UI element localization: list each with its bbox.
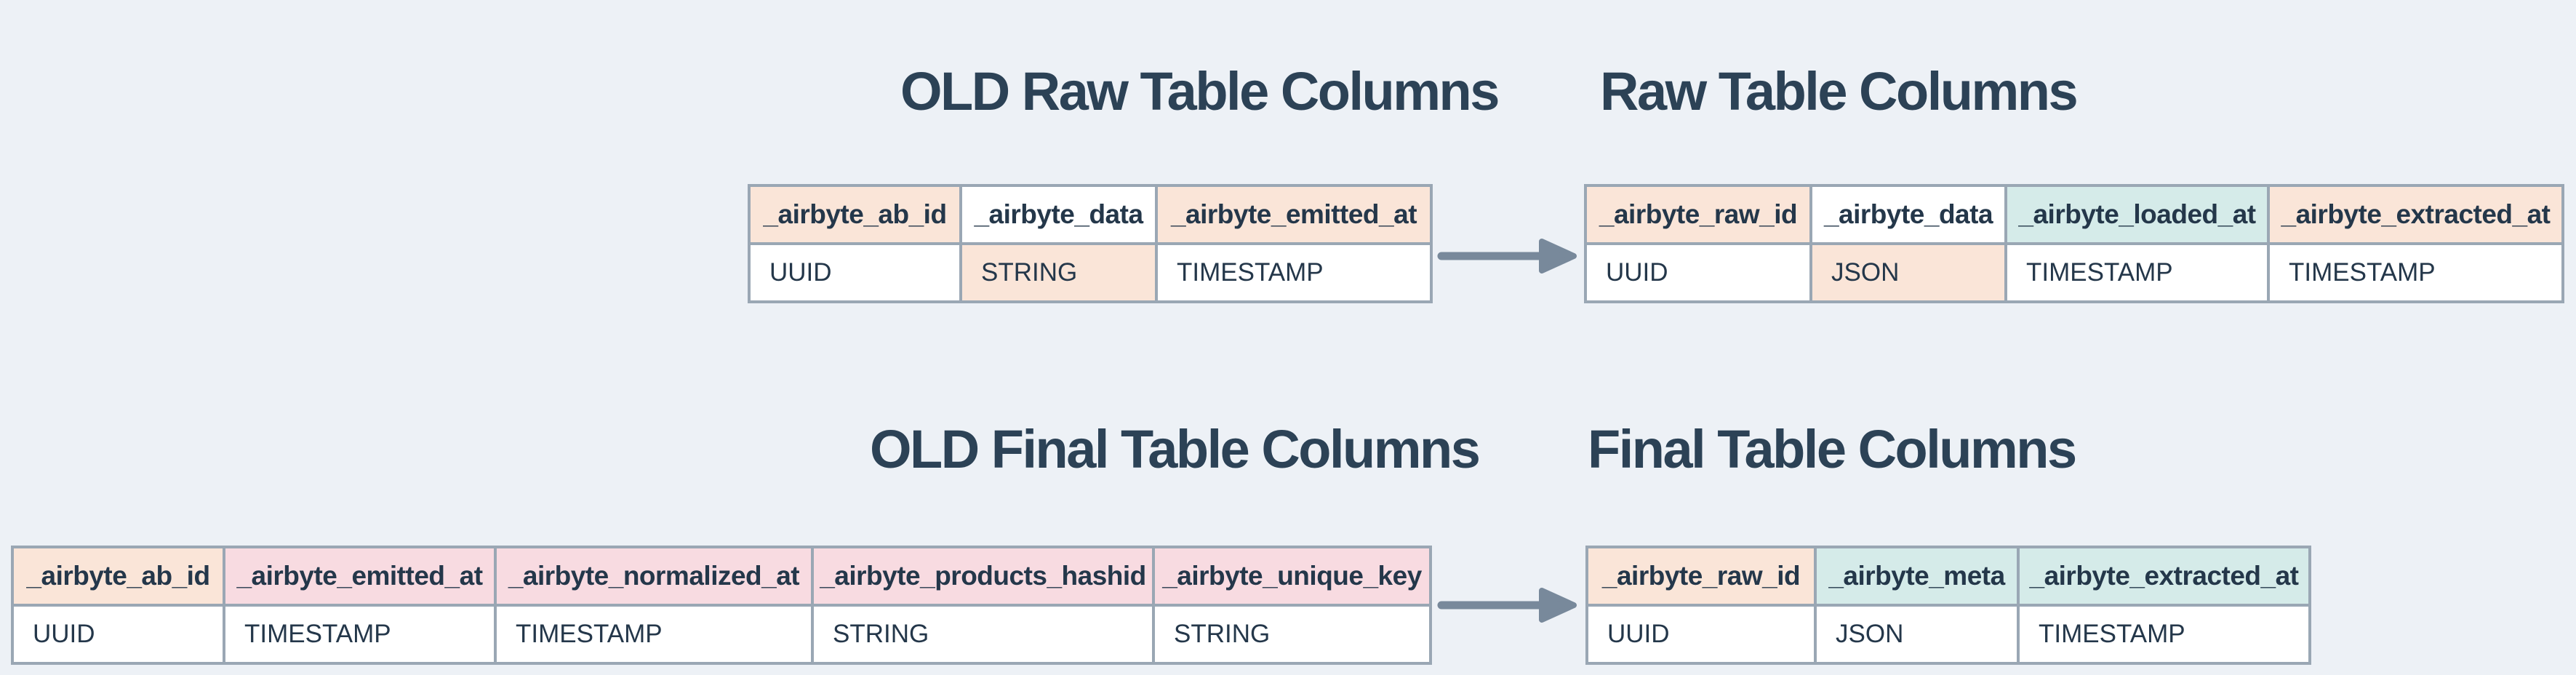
old-raw-table-title: OLD Raw Table Columns bbox=[900, 61, 1500, 122]
right-arrow-icon bbox=[1437, 239, 1577, 273]
column-header: _airbyte_meta bbox=[1817, 548, 2017, 604]
column-header: _airbyte_ab_id bbox=[751, 187, 959, 242]
column-header: _airbyte_data bbox=[962, 187, 1155, 242]
old-final-table: _airbyte_ab_id _airbyte_emitted_at _airb… bbox=[11, 546, 1432, 665]
column-type: JSON bbox=[1812, 245, 2004, 300]
column-type: TIMESTAMP bbox=[2007, 245, 2267, 300]
column-type: TIMESTAMP bbox=[225, 607, 494, 662]
column-header: _airbyte_raw_id bbox=[1587, 187, 1809, 242]
column-type: STRING bbox=[1155, 607, 1429, 662]
column-type: TIMESTAMP bbox=[497, 607, 811, 662]
column-type: STRING bbox=[814, 607, 1152, 662]
column-type: TIMESTAMP bbox=[2270, 245, 2561, 300]
new-raw-table: _airbyte_raw_id _airbyte_data _airbyte_l… bbox=[1584, 184, 2564, 303]
column-type: UUID bbox=[14, 607, 223, 662]
new-final-table: _airbyte_raw_id _airbyte_meta _airbyte_e… bbox=[1585, 546, 2311, 665]
column-header: _airbyte_data bbox=[1812, 187, 2004, 242]
old-raw-table: _airbyte_ab_id _airbyte_data _airbyte_em… bbox=[748, 184, 1433, 303]
column-header: _airbyte_unique_key bbox=[1155, 548, 1429, 604]
column-header: _airbyte_emitted_at bbox=[225, 548, 494, 604]
right-arrow-icon bbox=[1437, 588, 1577, 623]
column-header: _airbyte_extracted_at bbox=[2270, 187, 2561, 242]
column-type: UUID bbox=[1587, 245, 1809, 300]
new-final-table-title: Final Table Columns bbox=[1588, 419, 2077, 480]
column-header: _airbyte_loaded_at bbox=[2007, 187, 2267, 242]
column-type: JSON bbox=[1817, 607, 2017, 662]
column-header: _airbyte_ab_id bbox=[14, 548, 223, 604]
column-type: UUID bbox=[1588, 607, 1814, 662]
column-type: TIMESTAMP bbox=[2020, 607, 2308, 662]
column-header: _airbyte_raw_id bbox=[1588, 548, 1814, 604]
column-type: STRING bbox=[962, 245, 1155, 300]
column-header: _airbyte_extracted_at bbox=[2020, 548, 2308, 604]
column-type: TIMESTAMP bbox=[1158, 245, 1430, 300]
column-type: UUID bbox=[751, 245, 959, 300]
column-header: _airbyte_products_hashid bbox=[814, 548, 1152, 604]
old-final-table-title: OLD Final Table Columns bbox=[870, 419, 1481, 480]
new-raw-table-title: Raw Table Columns bbox=[1600, 61, 2079, 122]
column-header: _airbyte_emitted_at bbox=[1158, 187, 1430, 242]
column-header: _airbyte_normalized_at bbox=[497, 548, 811, 604]
